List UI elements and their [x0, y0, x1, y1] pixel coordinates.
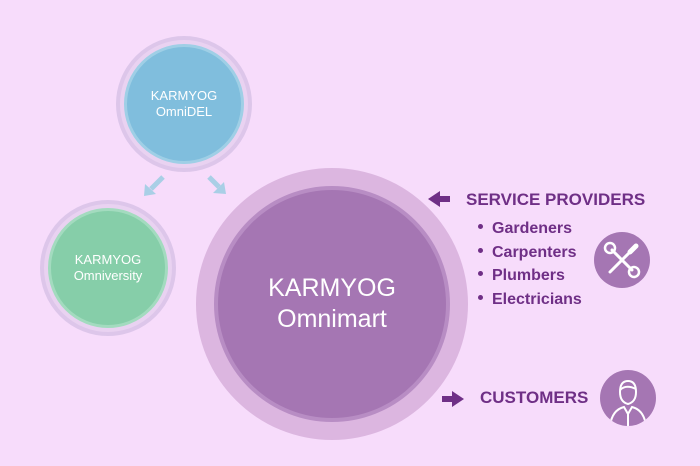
omnimart-label-line1: KARMYOG	[268, 273, 396, 302]
arrow-omnidel-to-omnimart	[207, 175, 226, 194]
omnimart-node: KARMYOG Omnimart	[214, 186, 450, 422]
customers-heading: CUSTOMERS	[480, 388, 589, 407]
omniversity-label-line1: KARMYOG	[74, 251, 142, 267]
bullet	[478, 247, 483, 253]
omnidel-label-line1: KARMYOG	[150, 87, 218, 103]
bullet	[478, 294, 483, 300]
provider-label: Plumbers	[492, 267, 565, 284]
arrow-service-providers-in	[428, 191, 450, 207]
list-item: Carpenters	[478, 241, 582, 265]
omniversity-label-line2: Omniversity	[73, 268, 143, 283]
provider-label: Carpenters	[492, 243, 577, 261]
service-providers-list: Gardeners Carpenters Plumbers Electricia…	[478, 217, 582, 311]
provider-label: Electricians	[492, 290, 582, 308]
list-item: Plumbers	[478, 264, 582, 288]
bullet	[478, 271, 483, 277]
omniversity-node: KARMYOG Omniversity	[48, 208, 168, 328]
omnimart-label-line2: Omnimart	[277, 305, 387, 333]
omnidel-label-line2: OmniDEL	[155, 104, 213, 119]
provider-label: Gardeners	[492, 220, 573, 237]
person-icon	[600, 370, 656, 426]
service-providers-heading: SERVICE PROVIDERS	[466, 190, 646, 209]
tools-icon	[594, 232, 650, 288]
arrow-omnidel-to-omniversity	[144, 175, 165, 196]
bullet	[478, 224, 483, 230]
omnidel-node: KARMYOG OmniDEL	[124, 44, 244, 164]
list-item: Electricians	[478, 288, 582, 312]
list-item: Gardeners	[478, 217, 582, 241]
arrow-customers-out	[442, 391, 464, 407]
